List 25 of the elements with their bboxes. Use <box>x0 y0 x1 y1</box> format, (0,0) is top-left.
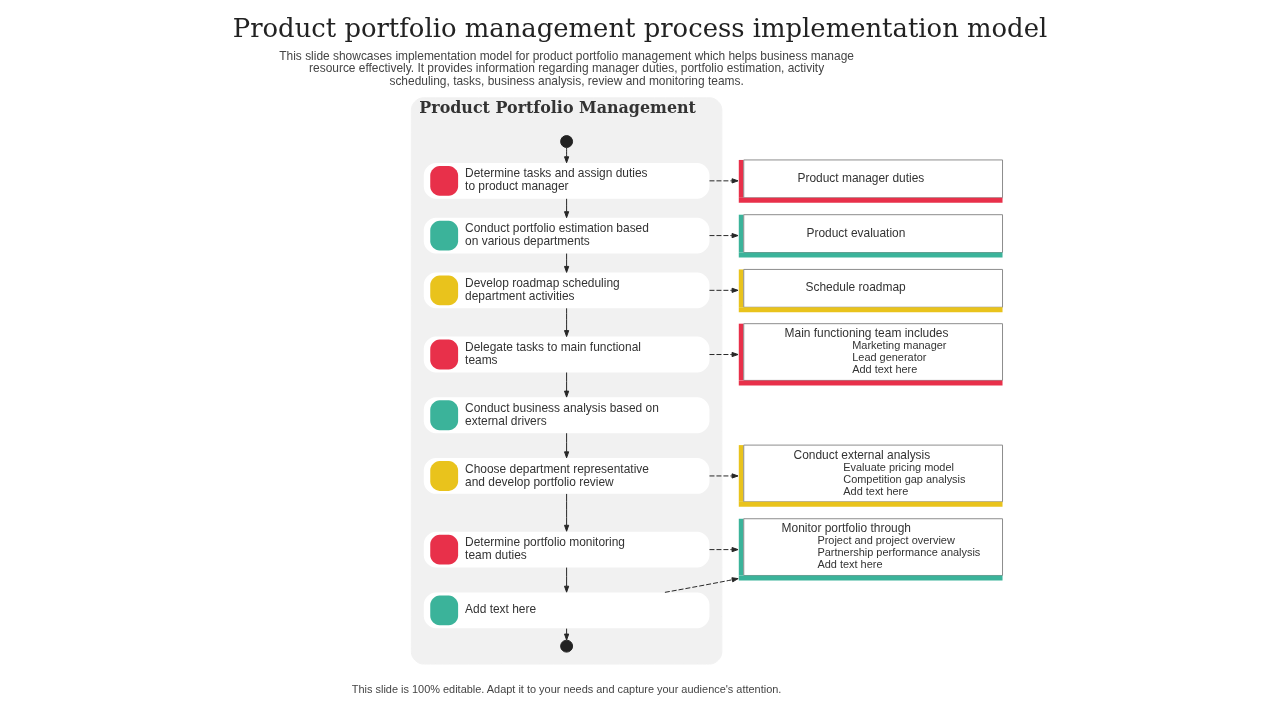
node-circle <box>560 135 574 148</box>
arrow <box>664 577 739 593</box>
node-text: Main functioning team includes Marketing manager Lead generator Add text here <box>784 326 949 376</box>
node-text: Product manager duties <box>797 170 925 185</box>
label: This slide showcases implementation model for product portfolio management which helps business manage resource effectively. It provides information regarding manager duties, portfolio estimation, activity scheduling, tasks, business analysis, review and monitoring teams. <box>279 48 854 89</box>
arrow <box>709 178 739 184</box>
arrow <box>564 493 570 532</box>
node-text: Schedule roadmap <box>805 280 906 295</box>
arrow <box>564 567 570 593</box>
node-text: Product evaluation <box>806 225 906 240</box>
arrow <box>709 547 739 553</box>
node-text: Conduct external analysis Evaluate pricing model Competition gap analysis Add text here <box>793 447 966 497</box>
arrow <box>709 233 739 239</box>
arrow <box>564 307 570 338</box>
arrow <box>564 372 570 398</box>
arrow <box>564 198 570 219</box>
node-circle <box>560 639 574 653</box>
diagram-title: Product portfolio management process implementation model <box>232 12 1048 43</box>
arrow <box>709 473 739 479</box>
arrow <box>709 287 739 293</box>
arrow <box>564 253 570 273</box>
arrow <box>564 432 570 459</box>
arrow <box>709 351 739 358</box>
label: This slide is 100% editable. Adapt it to your needs and capture your audience's attention. <box>351 682 782 695</box>
node-text: Monitor portfolio through Project and project overview Partnership performance analysis Add text here <box>781 521 981 571</box>
